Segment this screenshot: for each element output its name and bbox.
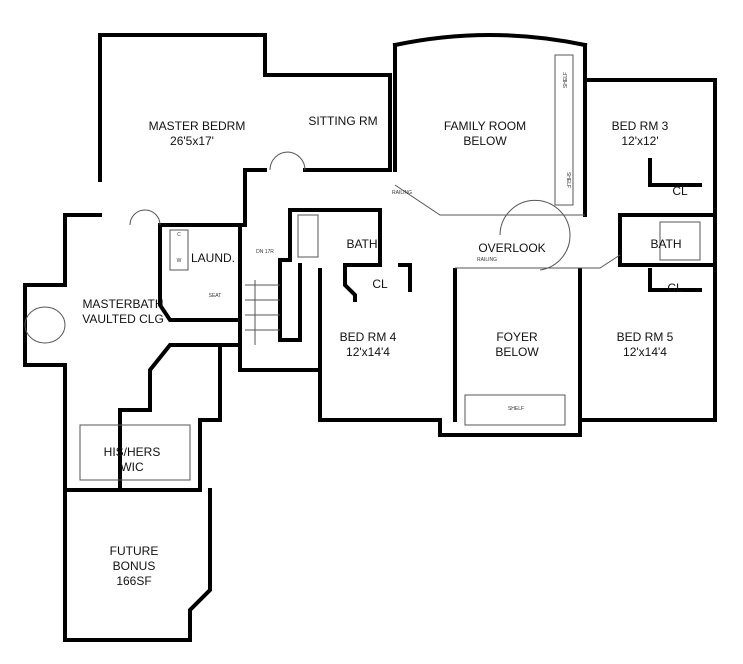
master-bedrm-size: 26'5x17': [170, 134, 214, 148]
tub-icon: [297, 214, 319, 258]
railing-note-2: RAILING: [477, 257, 497, 263]
closet-shelving: [79, 424, 191, 481]
his-hers-wic-sub: WIC: [120, 460, 144, 474]
bed-rm-5-label: BED RM 5: [617, 330, 674, 344]
seat-note: SEAT: [209, 293, 222, 299]
fixtures: [24, 54, 701, 481]
foyer-label: FOYER: [496, 330, 538, 344]
foyer-shelf: [464, 394, 566, 426]
washer-dryer: [169, 229, 189, 271]
foyer-shelf-note: SHELF: [508, 406, 524, 412]
masterbath-label: MASTERBATH: [82, 297, 163, 311]
bed-rm-4-size: 12'x14'4: [346, 345, 390, 359]
shelf-unit: [554, 54, 574, 206]
future-bonus-sub: BONUS: [113, 559, 156, 573]
closet-4-label: CL: [372, 277, 388, 291]
shelf-note-1: SHELF: [563, 72, 569, 88]
bath-right-label: BATH: [650, 237, 681, 251]
bed-rm-5-size: 12'x14'4: [623, 345, 667, 359]
dryer-note: C: [177, 232, 181, 238]
bathtub-icon: [24, 306, 66, 344]
bed-rm-3-label: BED RM 3: [612, 119, 669, 133]
closet-3-label: CL: [672, 184, 688, 198]
bed-rm-3-size: 12'x12': [621, 134, 658, 148]
tub-right-icon: [659, 221, 701, 261]
bed-rm-4-label: BED RM 4: [340, 330, 397, 344]
sitting-rm-label: SITTING RM: [308, 114, 377, 128]
his-hers-wic-label: HIS/HERS: [104, 445, 161, 459]
railing-note: RAILING: [392, 190, 412, 196]
foyer-sub: BELOW: [495, 345, 539, 359]
walls: [23, 33, 717, 642]
family-room-label: FAMILY ROOM: [444, 119, 526, 133]
stairs-note: DN 17R: [256, 249, 274, 255]
closet-5-label: CL: [667, 281, 683, 295]
washer-note: W: [177, 258, 182, 264]
bath-center-label: BATH: [346, 237, 377, 251]
masterbath-sub: VAULTED CLG: [82, 312, 164, 326]
future-bonus-label: FUTURE: [110, 544, 159, 558]
laundry-label: LAUND.: [191, 251, 235, 265]
shelf-note-2: SHELF: [565, 172, 571, 188]
future-bonus-size: 166SF: [116, 574, 151, 588]
overlook-label: OVERLOOK: [478, 241, 545, 255]
family-room-sub: BELOW: [463, 134, 507, 148]
master-bedrm-label: MASTER BEDRM: [149, 119, 246, 133]
room-labels: MASTER BEDRM 26'5x17' SITTING RM FAMILY …: [82, 114, 688, 588]
annotations: RAILING RAILING DN 17R SEAT SHELF C W SH…: [177, 72, 571, 412]
